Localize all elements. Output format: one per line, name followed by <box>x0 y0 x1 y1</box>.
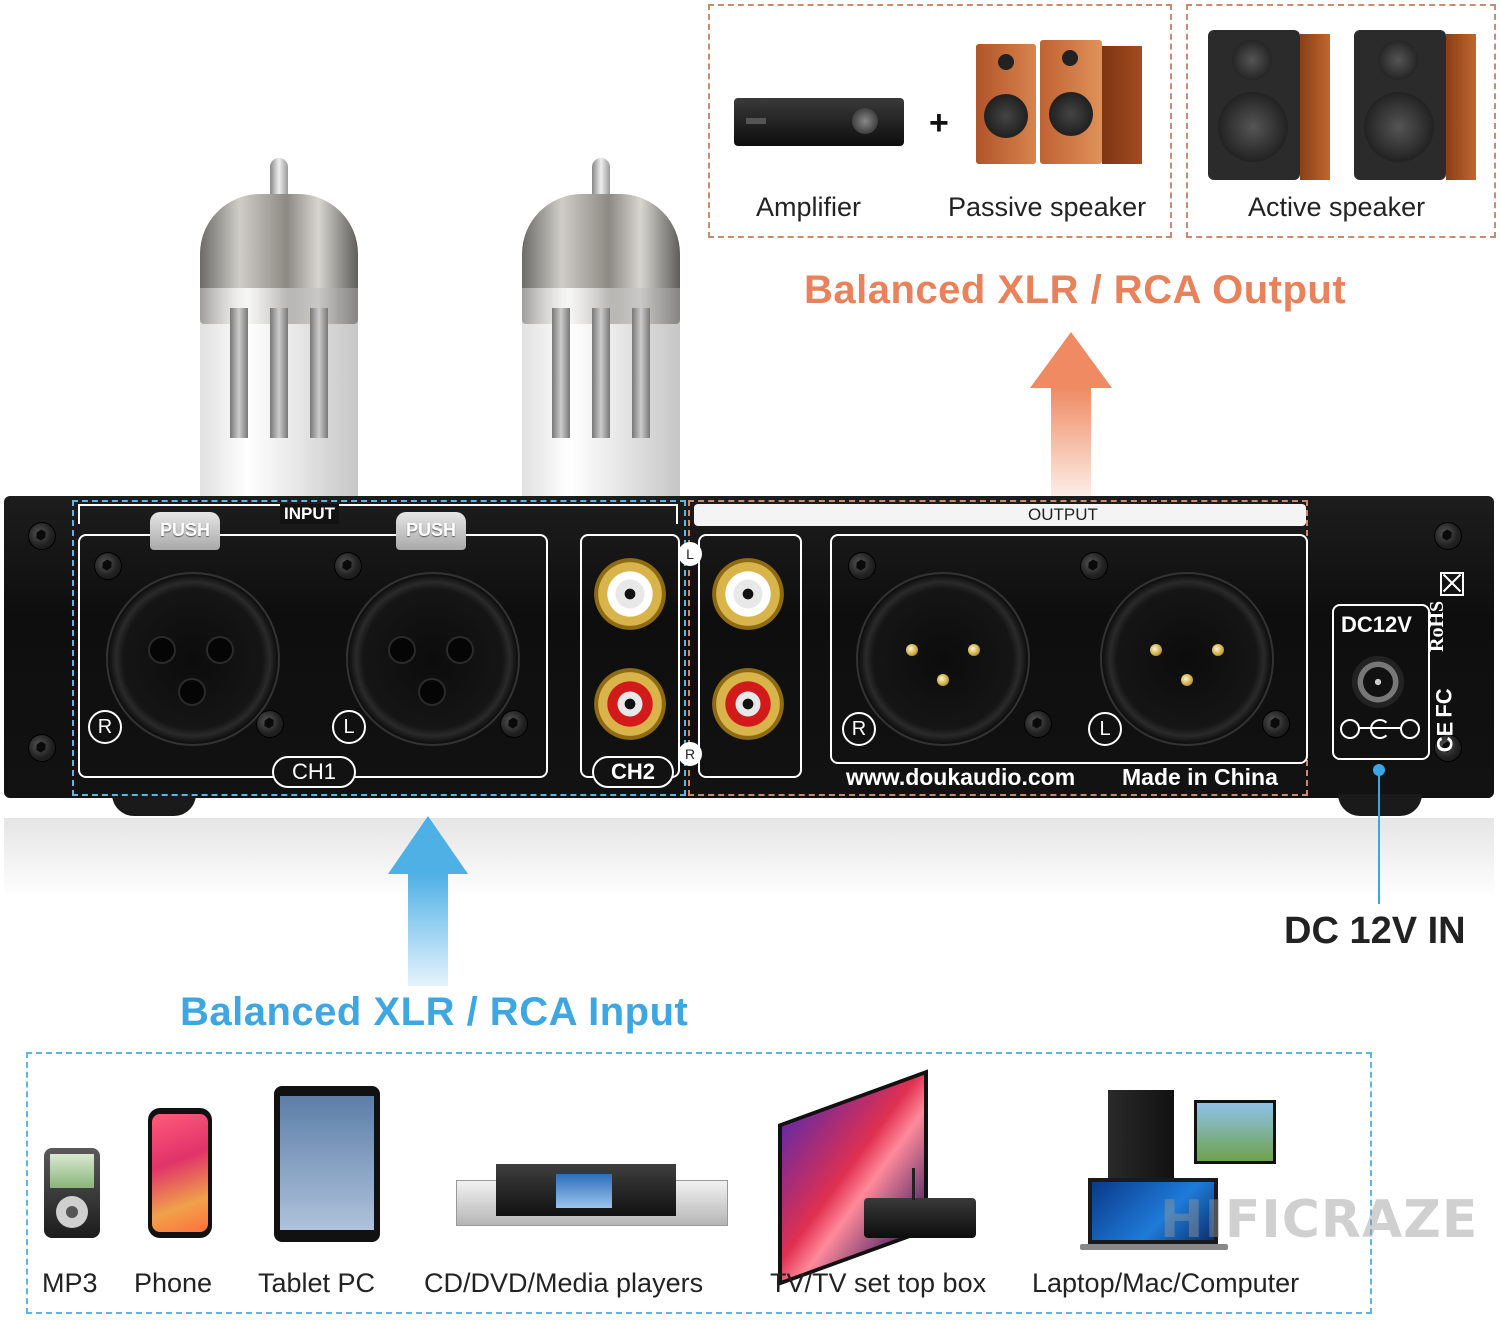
screw-icon <box>1434 734 1462 762</box>
output-devices-box-active <box>1186 4 1496 238</box>
rca-output-plate <box>698 534 802 778</box>
device-caption-media: CD/DVD/Media players <box>424 1268 704 1298</box>
dc-power-jack[interactable] <box>1352 656 1404 708</box>
phone-icon <box>148 1108 212 1238</box>
amplifier-icon <box>734 98 904 146</box>
input-left-marker: L <box>332 710 366 744</box>
rohs-mark: RoHS <box>1426 600 1448 652</box>
screw-icon <box>256 710 284 738</box>
device-caption-phone: Phone <box>134 1268 213 1298</box>
active-speaker-caption: Active speaker <box>1248 192 1426 222</box>
dc-input-label: DC 12V IN <box>1284 910 1466 952</box>
input-label-bar <box>78 504 678 524</box>
fc-mark: FC <box>1431 688 1457 718</box>
xlr-output-jack-right[interactable] <box>856 572 1030 746</box>
output-headline: Balanced XLR / RCA Output <box>804 268 1347 312</box>
screw-icon <box>28 734 56 762</box>
device-caption-mp3: MP3 <box>42 1268 98 1298</box>
xlr-input-jack-left[interactable] <box>346 572 520 746</box>
passive-speaker-caption: Passive speaker <box>948 192 1147 222</box>
tablet-icon <box>274 1086 380 1242</box>
screw-icon <box>1080 552 1108 580</box>
rca-output-jack-left[interactable] <box>712 558 784 630</box>
screw-icon <box>1024 710 1052 738</box>
polarity-icon <box>1340 718 1420 739</box>
xlr-output-jack-left[interactable] <box>1100 572 1274 746</box>
dc-callout-line <box>1378 776 1380 904</box>
input-arrow-icon <box>388 816 468 986</box>
vacuum-tube-right <box>522 158 680 502</box>
input-label: INPUT <box>280 504 339 524</box>
device-caption-computer: Laptop/Mac/Computer <box>1032 1268 1300 1298</box>
weee-bin-icon <box>1440 572 1464 596</box>
mp3-player-icon <box>44 1148 100 1238</box>
screw-icon <box>500 710 528 738</box>
vacuum-tube-left <box>200 158 358 502</box>
plus-sign: + <box>929 104 949 142</box>
output-right-marker: R <box>842 712 876 746</box>
output-devices-box-passive <box>708 4 1172 238</box>
push-release-button-right[interactable]: PUSH <box>396 512 466 550</box>
ch1-label: CH1 <box>272 756 356 788</box>
input-devices-box <box>26 1052 1372 1314</box>
media-player-icon <box>456 1164 728 1228</box>
rca-input-jack-left[interactable] <box>594 558 666 630</box>
ch2-label: CH2 <box>592 756 674 788</box>
rca-output-jack-right[interactable] <box>712 668 784 740</box>
rca-input-jack-right[interactable] <box>594 668 666 740</box>
computer-icon <box>1080 1090 1276 1250</box>
device-foot-left <box>112 794 196 816</box>
push-release-button-left[interactable]: PUSH <box>150 512 220 550</box>
dc-label: DC12V <box>1341 612 1412 637</box>
input-highlight-box <box>72 500 686 796</box>
dc-callout-dot <box>1373 764 1385 776</box>
xlr-output-plate <box>830 534 1308 764</box>
screw-icon <box>848 552 876 580</box>
made-in-text: Made in China <box>1122 764 1278 790</box>
active-speaker-icon <box>1208 24 1480 184</box>
tv-icon <box>778 1069 992 1286</box>
device-caption-tablet: Tablet PC <box>258 1268 376 1298</box>
screw-icon <box>94 552 122 580</box>
panel-reflection <box>4 818 1494 898</box>
passive-speaker-icon <box>976 40 1146 170</box>
website-text: www.doukaudio.com <box>846 764 1076 790</box>
dc-input-plate <box>1332 604 1430 760</box>
input-right-marker: R <box>88 710 122 744</box>
device-foot-right <box>1338 794 1422 816</box>
screw-icon <box>1434 522 1462 550</box>
amplifier-caption: Amplifier <box>756 192 862 222</box>
output-left-marker: L <box>1088 712 1122 746</box>
output-arrow-icon <box>1030 332 1112 496</box>
output-label: OUTPUT <box>1028 505 1098 524</box>
input-headline: Balanced XLR / RCA Input <box>180 990 689 1034</box>
ce-mark: CE <box>1432 721 1458 753</box>
screw-icon <box>28 522 56 550</box>
xlr-input-jack-right[interactable] <box>106 572 280 746</box>
screw-icon <box>334 552 362 580</box>
device-caption-tv: TV/TV set top box <box>770 1268 987 1298</box>
screw-icon <box>1262 710 1290 738</box>
watermark-text: HIFICRAZE <box>1160 1190 1479 1250</box>
output-label-bar <box>694 504 1306 526</box>
